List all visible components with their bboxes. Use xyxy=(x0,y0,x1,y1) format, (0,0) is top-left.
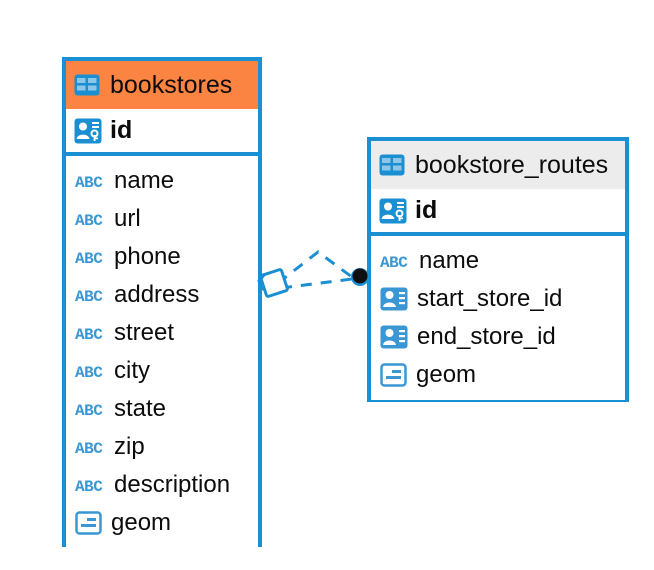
primary-key-icon xyxy=(74,118,102,143)
svg-text:ABC: ABC xyxy=(75,402,103,420)
field-row-geom[interactable]: geom xyxy=(66,504,258,542)
svg-text:ABC: ABC xyxy=(75,174,103,192)
field-label: city xyxy=(114,357,150,384)
field-label-primary-key: id xyxy=(415,196,438,224)
field-row-street[interactable]: ABC street xyxy=(66,314,258,352)
field-label: name xyxy=(114,167,175,194)
entity-header-bookstores[interactable]: bookstores xyxy=(66,61,258,109)
field-label: street xyxy=(114,319,175,346)
field-label: geom xyxy=(111,509,172,536)
field-row-name[interactable]: ABC name xyxy=(66,162,258,200)
table-icon xyxy=(74,74,100,96)
field-label: description xyxy=(114,471,231,498)
abc-text-icon: ABC xyxy=(75,402,104,420)
abc-text-icon: ABC xyxy=(75,250,104,268)
field-row-end-store-id[interactable]: end_store_id xyxy=(371,318,625,356)
field-row-name[interactable]: ABC name xyxy=(371,242,625,280)
field-list-bookstores: ABC name ABC url ABC phone ABC xyxy=(66,156,258,548)
abc-text-icon: ABC xyxy=(75,440,104,458)
field-label: geom xyxy=(416,361,477,388)
abc-text-icon: ABC xyxy=(75,478,104,496)
field-row-zip[interactable]: ABC zip xyxy=(66,428,258,466)
abc-text-icon: ABC xyxy=(380,254,409,272)
relationship-line-2[interactable] xyxy=(280,277,353,290)
field-list-bookstore-routes: ABC name start_store_id xyxy=(371,236,625,400)
svg-text:ABC: ABC xyxy=(75,212,103,230)
field-row-geom[interactable]: geom xyxy=(371,356,625,394)
relationship-source-diamond-marker[interactable] xyxy=(257,268,289,298)
field-label: state xyxy=(114,395,167,422)
geometry-icon xyxy=(75,511,102,535)
field-row-state[interactable]: ABC state xyxy=(66,390,258,428)
svg-text:ABC: ABC xyxy=(75,250,103,268)
entity-header-bookstore-routes[interactable]: bookstore_routes xyxy=(371,141,625,189)
field-row-address[interactable]: ABC address xyxy=(66,276,258,314)
primary-key-icon xyxy=(379,198,407,223)
field-row-url[interactable]: ABC url xyxy=(66,200,258,238)
abc-text-icon: ABC xyxy=(75,288,104,306)
field-row-start-store-id[interactable]: start_store_id xyxy=(371,280,625,318)
relationship-line-1[interactable] xyxy=(277,250,353,285)
foreign-key-icon xyxy=(380,325,408,349)
entity-bookstores[interactable]: bookstores id ABC name xyxy=(62,57,262,548)
field-label: zip xyxy=(114,433,145,460)
table-icon xyxy=(379,154,405,176)
foreign-key-icon xyxy=(380,287,408,311)
abc-text-icon: ABC xyxy=(75,174,104,192)
svg-text:ABC: ABC xyxy=(75,326,103,344)
entity-bookstore-routes[interactable]: bookstore_routes id ABC name xyxy=(367,137,629,402)
field-label: start_store_id xyxy=(417,285,563,312)
field-row-description[interactable]: ABC description xyxy=(66,466,258,504)
abc-text-icon: ABC xyxy=(75,212,104,230)
svg-text:ABC: ABC xyxy=(75,478,103,496)
field-row-primary-key[interactable]: id xyxy=(371,189,625,236)
field-label: end_store_id xyxy=(417,323,556,350)
abc-text-icon: ABC xyxy=(75,326,104,344)
field-label: url xyxy=(114,205,141,232)
svg-text:ABC: ABC xyxy=(75,364,103,382)
entity-title-bookstore-routes: bookstore_routes xyxy=(415,150,609,179)
svg-text:ABC: ABC xyxy=(380,254,408,272)
field-row-phone[interactable]: ABC phone xyxy=(66,238,258,276)
field-label: name xyxy=(419,247,480,274)
field-row-city[interactable]: ABC city xyxy=(66,352,258,390)
field-label: address xyxy=(114,281,200,308)
field-row-primary-key[interactable]: id xyxy=(66,109,258,156)
svg-text:ABC: ABC xyxy=(75,440,103,458)
entity-title-bookstores: bookstores xyxy=(110,70,233,99)
field-label-primary-key: id xyxy=(110,116,133,144)
field-label: phone xyxy=(114,243,181,270)
svg-text:ABC: ABC xyxy=(75,288,103,306)
abc-text-icon: ABC xyxy=(75,364,104,382)
geometry-icon xyxy=(380,363,407,387)
